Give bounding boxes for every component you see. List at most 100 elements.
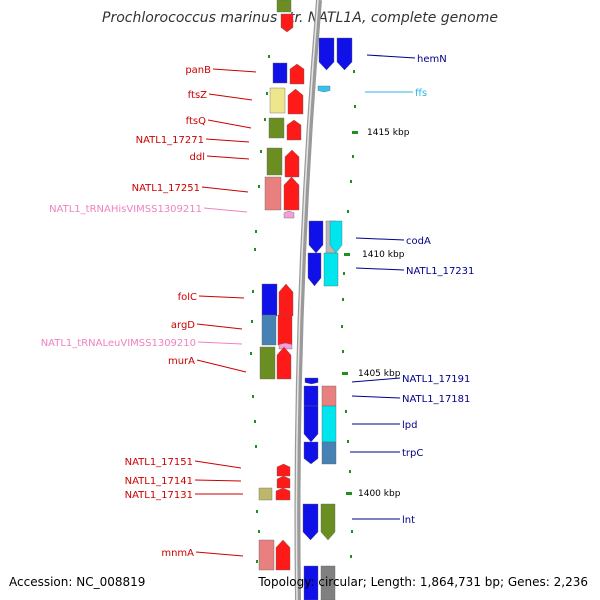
scale-tick-label-2: 1405 kbp: [358, 369, 401, 379]
gene-label-connector-left-11: [194, 460, 242, 469]
track-dot-left-8: [251, 320, 253, 323]
gene-feature-left-24: [258, 539, 275, 571]
gene-feature-left-3: [289, 63, 305, 85]
track-dot-right-12: [351, 530, 353, 533]
gene-label-left-13: NATL1_17131: [125, 490, 193, 501]
backbone-highlight: [295, 0, 319, 600]
track-dot-right-0: [353, 70, 355, 73]
gene-label-connector-right-3: [355, 267, 405, 271]
gene-label-right-7: trpC: [402, 448, 423, 459]
gene-feature-left-21: [276, 475, 291, 489]
scale-tick-3: [346, 492, 352, 495]
gene-feature-right-8: [304, 377, 319, 385]
gene-label-connector-left-0: [212, 68, 257, 73]
gene-label-connector-right-5: [351, 395, 401, 399]
gene-label-left-10: murA: [168, 356, 195, 367]
track-dot-left-4: [258, 185, 260, 188]
gene-label-left-12: NATL1_17141: [125, 476, 193, 487]
gene-feature-right-11: [303, 405, 319, 443]
gene-feature-right-3: [308, 220, 324, 254]
accession-text: Accession: NC_008819: [9, 575, 146, 589]
gene-feature-right-16: [320, 503, 336, 541]
scale-tick-1: [344, 253, 350, 256]
track-dot-right-9: [345, 410, 347, 413]
track-dot-left-14: [258, 530, 260, 533]
gene-label-left-14: mnmA: [161, 548, 194, 559]
gene-feature-left-14: [278, 283, 294, 317]
page-title: Prochlorococcus marinus str. NATL1A, com…: [102, 10, 498, 26]
gene-label-right-1: ffs: [415, 88, 427, 99]
backbone: [294, 0, 322, 600]
gene-feature-left-18: [259, 346, 276, 380]
gene-label-connector-left-7: [198, 295, 245, 299]
gene-label-left-8: argD: [171, 320, 195, 331]
gene-label-connector-left-10: [196, 359, 247, 373]
gene-feature-left-25: [275, 539, 291, 571]
gene-feature-left-5: [287, 88, 304, 115]
track-dot-right-1: [354, 105, 356, 108]
track-dot-left-9: [250, 352, 252, 355]
gene-feature-right-12: [321, 405, 337, 443]
gene-feature-left-19: [276, 346, 292, 380]
gene-label-connector-left-5: [201, 186, 249, 193]
gene-feature-left-6: [268, 117, 285, 139]
gene-feature-left-22: [258, 487, 273, 501]
gene-feature-left-9: [284, 149, 300, 178]
gene-label-connector-left-12: [194, 479, 242, 482]
track-dot-right-6: [342, 298, 344, 301]
gene-feature-left-10: [264, 176, 282, 211]
track-dot-right-11: [349, 470, 351, 473]
gene-feature-right-14: [321, 441, 337, 465]
track-dot-left-15: [256, 560, 258, 563]
gene-feature-left-4: [269, 87, 286, 114]
gene-feature-left-11: [283, 176, 300, 211]
gene-feature-right-5: [329, 220, 343, 254]
gene-label-connector-left-14: [195, 551, 244, 557]
scale-tick-label-1: 1410 kbp: [362, 250, 405, 260]
gene-label-left-5: NATL1_17251: [132, 183, 200, 194]
topology-text: Topology: circular; Length: 1,864,731 bp…: [258, 575, 588, 589]
track-dot-left-10: [252, 395, 254, 398]
gene-feature-right-1: [336, 37, 353, 71]
gene-feature-left-2: [272, 62, 288, 84]
gene-feature-left-8: [266, 147, 283, 176]
gene-label-connector-left-9: [197, 341, 243, 345]
gene-label-connector-left-2: [207, 119, 252, 129]
gene-feature-right-15: [302, 503, 319, 541]
track-dot-right-5: [343, 272, 345, 275]
gene-label-left-3: NATL1_17271: [136, 135, 204, 146]
gene-label-right-6: lpd: [402, 420, 417, 431]
track-dot-left-0: [268, 55, 270, 58]
gene-label-connector-left-6: [203, 207, 248, 213]
gene-label-left-7: folC: [178, 292, 197, 303]
gene-feature-left-13: [261, 283, 278, 317]
track-dot-right-7: [341, 325, 343, 328]
gene-label-left-6: NATL1_tRNAHisVIMSS1309211: [49, 204, 202, 215]
track-dot-right-10: [347, 440, 349, 443]
track-dot-left-12: [255, 445, 257, 448]
gene-feature-left-7: [286, 119, 302, 141]
gene-label-right-5: NATL1_17181: [402, 394, 470, 405]
track-dot-right-4: [347, 210, 349, 213]
scale-tick-label-0: 1415 kbp: [367, 128, 410, 138]
gene-label-right-8: lnt: [402, 515, 415, 526]
track-dot-left-5: [255, 230, 257, 233]
gene-label-connector-right-2: [355, 237, 405, 241]
gene-feature-left-20: [276, 463, 291, 477]
gene-label-left-0: panB: [185, 65, 211, 76]
track-dot-left-7: [252, 290, 254, 293]
scale-tick-0: [352, 131, 358, 134]
gene-label-right-2: codA: [406, 236, 431, 247]
gene-feature-right-13: [303, 441, 319, 465]
track-dot-left-13: [256, 510, 258, 513]
gene-label-left-4: ddl: [190, 152, 205, 163]
track-dot-right-8: [342, 350, 344, 353]
gene-feature-right-0: [318, 37, 335, 71]
gene-label-right-3: NATL1_17231: [406, 266, 474, 277]
scale-tick-2: [342, 372, 348, 375]
gene-label-connector-left-4: [206, 155, 250, 160]
track-dot-left-3: [260, 150, 262, 153]
gene-label-connector-left-1: [208, 93, 253, 101]
